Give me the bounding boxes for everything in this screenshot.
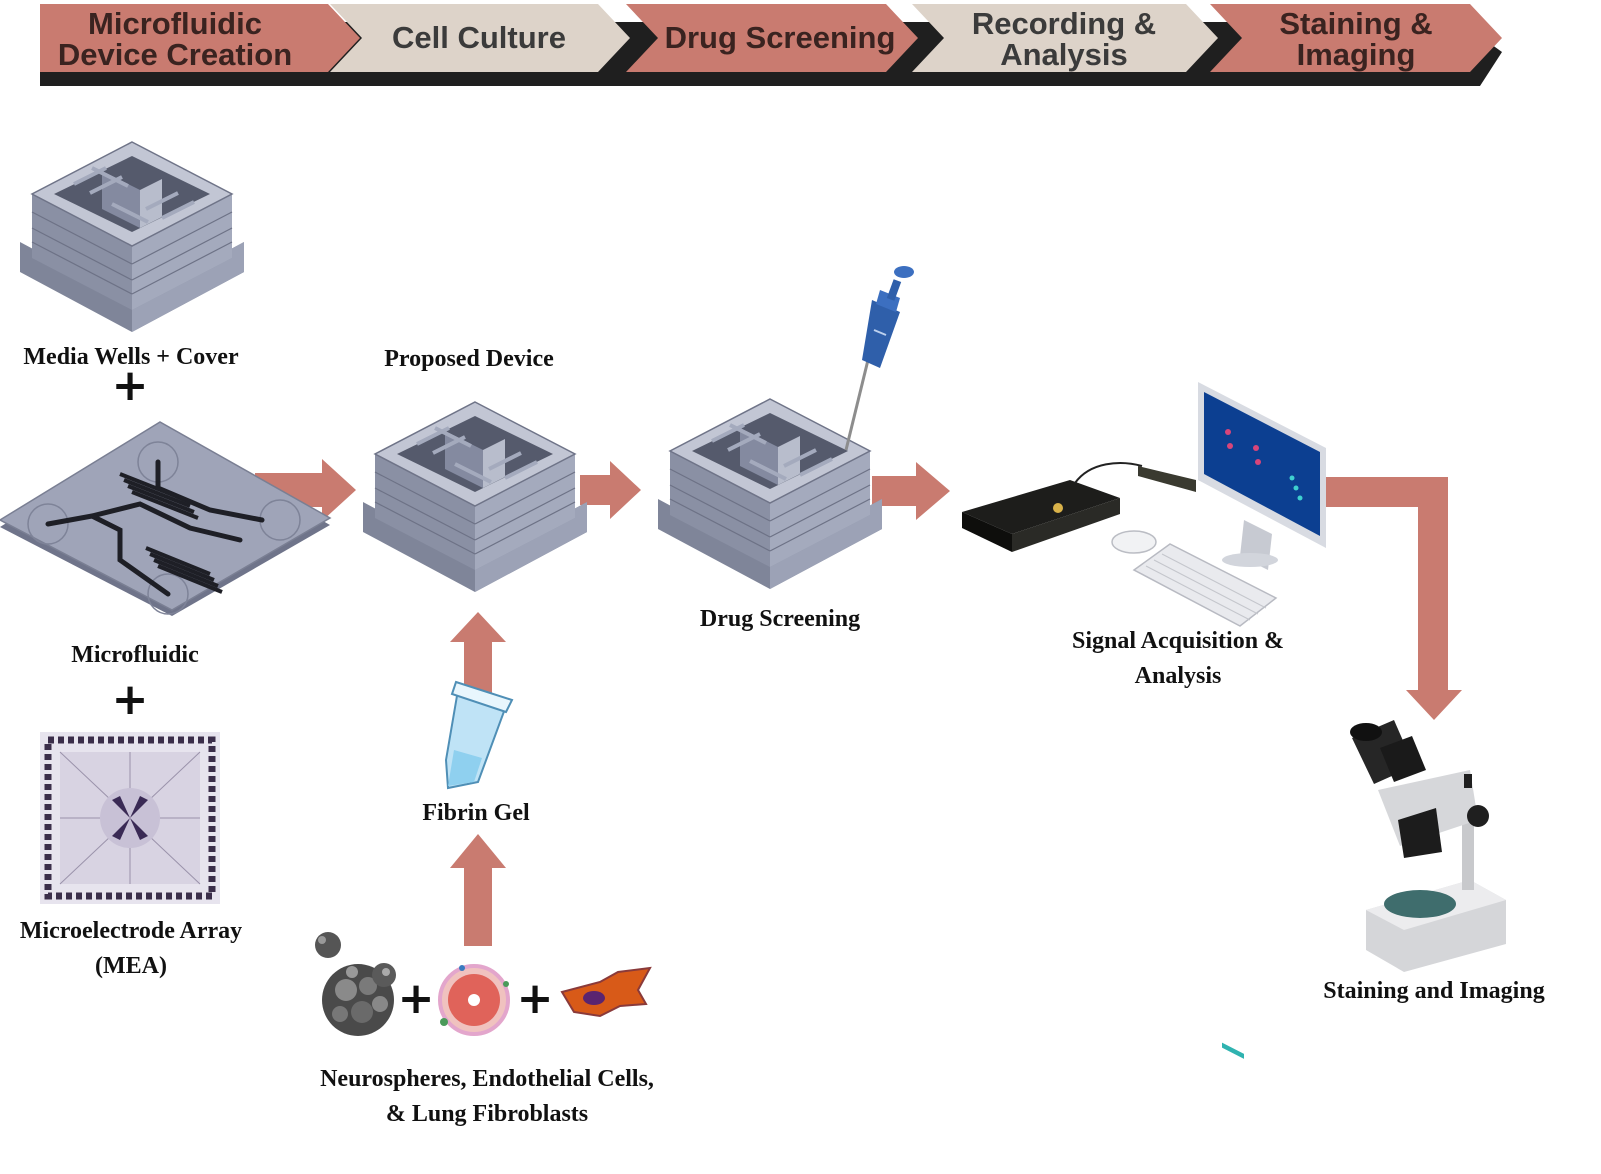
proposed-device-icon [361, 400, 589, 594]
arrow-cells-to-fibrin [450, 834, 506, 946]
signal-acquisition-label: Signal Acquisition & Analysis [1071, 628, 1285, 689]
stage-4-chevron [912, 4, 1218, 72]
plus-3: + [398, 973, 435, 1024]
stage-5-label: Staining & Imaging [1279, 6, 1433, 72]
fibroblast-icon [560, 966, 652, 1018]
stage-4-label: Recording & Analysis [971, 6, 1157, 72]
staining-imaging-label: Staining and Imaging [1323, 978, 1545, 1004]
microfluidic-label: Microfluidic [71, 642, 199, 668]
plus-2: + [112, 674, 149, 725]
pipette-icon [844, 266, 914, 451]
keyboard-icon [1132, 543, 1278, 627]
stage-1-label: Microfluidic Device Creation [57, 6, 293, 72]
recording-amplifier-icon [962, 462, 1196, 552]
microfluidic-chip-icon [0, 421, 332, 616]
microscope-icon [1350, 720, 1506, 972]
drug-screening-label: Drug Screening [699, 606, 861, 632]
media-wells-label: Media Wells + Cover [23, 344, 239, 370]
centrifuge-tube-icon [444, 680, 514, 790]
mea-label: Microelectrode Array (MEA) [19, 918, 243, 979]
arrow-to-recording [872, 462, 950, 520]
plus-4: + [517, 973, 554, 1024]
stage-1-chevron [40, 4, 360, 72]
neurosphere-icon [315, 932, 396, 1036]
mouse-icon [1111, 530, 1157, 554]
drug-screening-device-icon [656, 397, 884, 591]
proposed-device-label: Proposed Device [384, 346, 554, 372]
arrow-to-staining [1322, 477, 1462, 720]
stage-5-chevron [1210, 4, 1502, 72]
stage-2-label: Cell Culture [392, 20, 566, 55]
endothelial-cell-icon [438, 964, 510, 1036]
plus-signs: + + + + [112, 360, 554, 1024]
mea-chip-icon [40, 732, 220, 904]
cells-label: Neurospheres, Endothelial Cells, & Lung … [320, 1066, 654, 1127]
stage-3-chevron [626, 4, 918, 72]
computer-monitor-icon [1198, 382, 1326, 1059]
media-wells-device-icon [18, 140, 246, 334]
stage-3-label: Drug Screening [664, 20, 896, 55]
stage-banner [40, 4, 1502, 86]
fibrin-gel-label: Fibrin Gel [422, 800, 530, 826]
stage-2-chevron [330, 4, 630, 72]
plus-1: + [112, 360, 149, 411]
arrow-to-drug-screening [580, 461, 641, 519]
